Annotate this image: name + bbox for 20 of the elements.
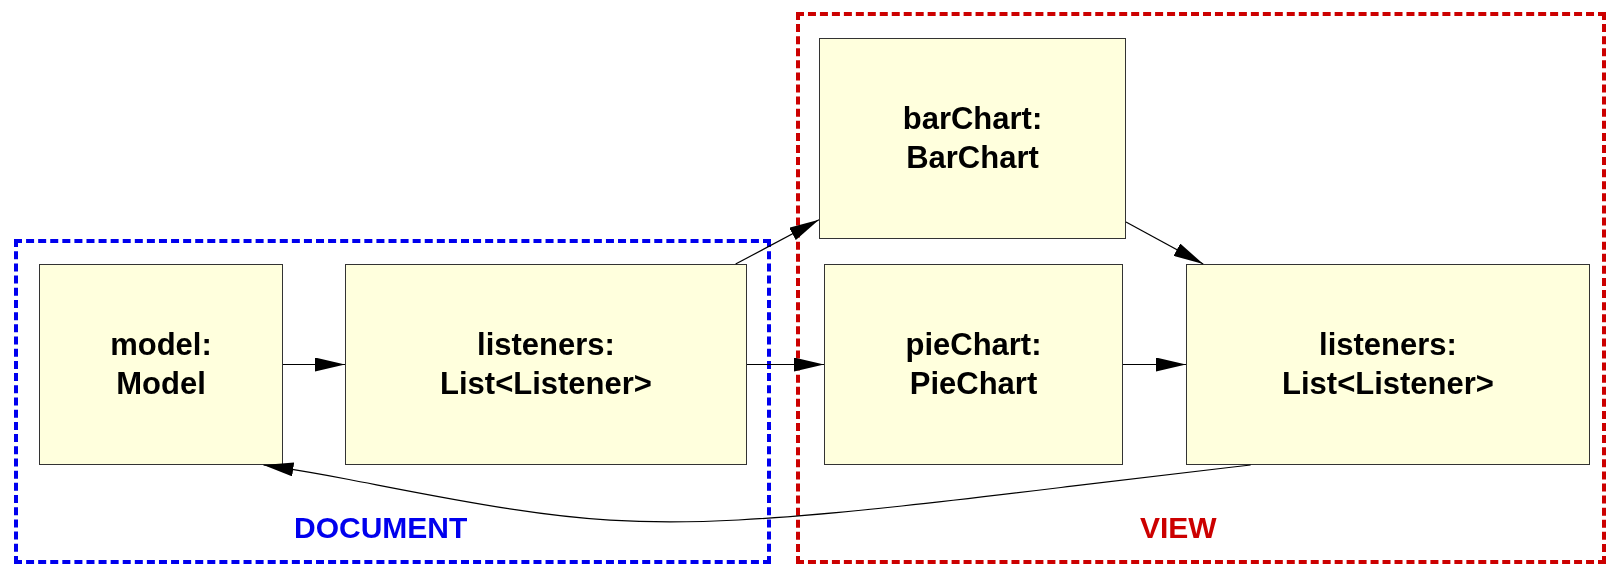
dashed-group-frame bbox=[796, 12, 1606, 564]
dashed-group-frame bbox=[14, 239, 771, 564]
arrow bbox=[746, 357, 825, 372]
object-box bbox=[824, 264, 1123, 465]
group-label: VIEW bbox=[1140, 511, 1217, 545]
object-box bbox=[1186, 264, 1590, 465]
arrow bbox=[262, 462, 1252, 523]
object-label: barChart: BarChart bbox=[901, 99, 1044, 177]
object-box bbox=[819, 38, 1126, 239]
group-label: DOCUMENT bbox=[294, 511, 468, 545]
object-box bbox=[39, 264, 283, 465]
arrow bbox=[735, 219, 820, 265]
arrow bbox=[1125, 221, 1204, 265]
object-box bbox=[345, 264, 747, 465]
arrow bbox=[282, 357, 346, 372]
arrow bbox=[1122, 357, 1187, 372]
object-label: listeners: List<Listener> bbox=[1281, 325, 1495, 403]
object-label: listeners: List<Listener> bbox=[439, 325, 653, 403]
object-label: pieChart: PieChart bbox=[904, 325, 1043, 403]
object-label: model: Model bbox=[109, 325, 213, 403]
